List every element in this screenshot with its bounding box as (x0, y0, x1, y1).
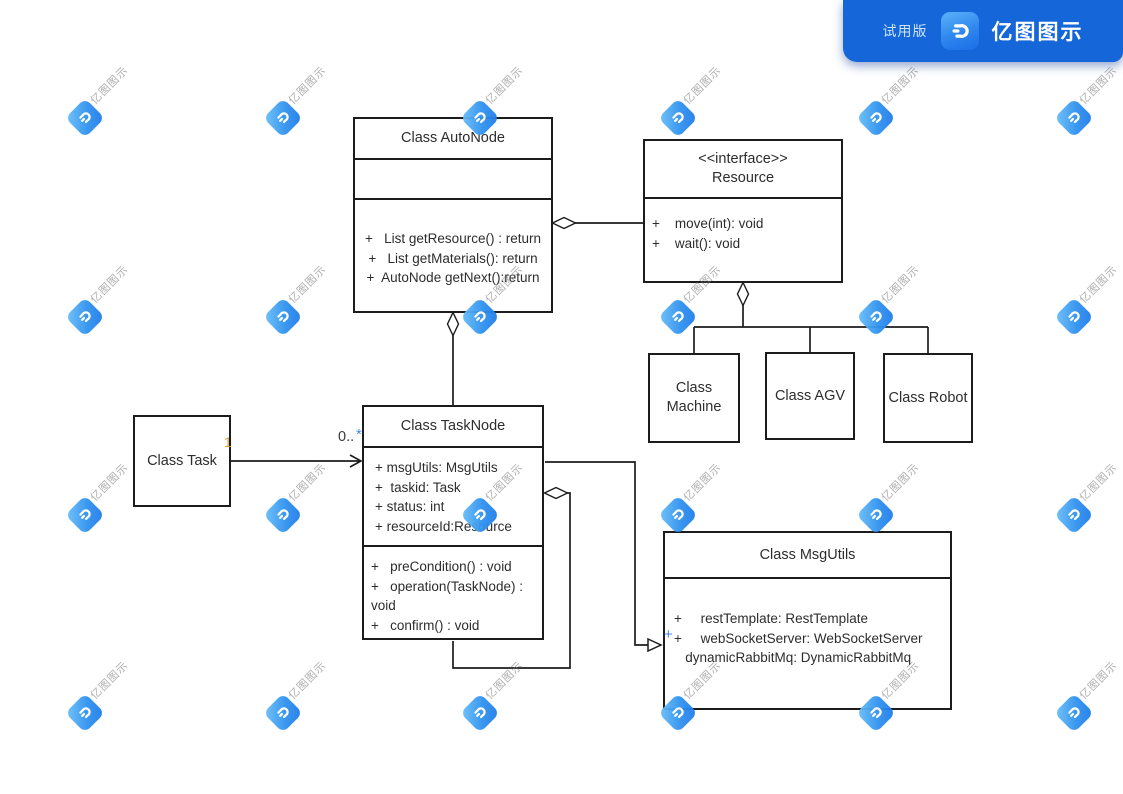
class-msgutils[interactable]: Class MsgUtils + restTemplate: RestTempla… (663, 531, 952, 710)
class-member-line: + confirm() : void (371, 617, 480, 633)
class-title-line: Class Task (147, 452, 217, 469)
class-member-line: + webSocketServer: WebSocketServer (674, 630, 923, 646)
trial-version-badge[interactable]: 试用版 亿图图示 (843, 0, 1123, 62)
class-task[interactable]: Class Task (133, 415, 231, 507)
interface-resource[interactable]: <<interface>>Resource+ move(int): void+ … (643, 139, 843, 283)
class-member-line: + status: int (375, 499, 445, 514)
edraw-logo-icon (940, 12, 979, 50)
interface-resource-title: <<interface>> Resource (645, 141, 841, 197)
class-tasknode-compartment-0: + msgUtils: MsgUtils + taskid: Task + stat… (364, 446, 542, 545)
class-agv-title: Class AGV (767, 354, 853, 438)
class-robot-title: Class Robot (885, 355, 971, 441)
class-title-line: Class (675, 380, 713, 396)
class-robot[interactable]: Class Robot (883, 353, 973, 443)
interface-resource-compartment-0: + move(int): void + wait(): void (645, 197, 841, 281)
class-task-title: Class Task (135, 417, 229, 505)
class-title-line: <<interface>> (698, 151, 788, 167)
class-member-line: dynamicRabbitMq: DynamicRabbitMq (674, 650, 912, 665)
class-autonode-title: Class AutoNode (355, 119, 551, 158)
class-title-line: Resource (711, 170, 775, 186)
class-msgutils-title: Class MsgUtils (665, 533, 950, 577)
class-tasknode[interactable]: Class TaskNode + msgUtils: MsgUtils + task… (362, 405, 544, 640)
class-agv[interactable]: Class AGV (765, 352, 855, 440)
class-member-line: + resourceId:Resource (375, 518, 512, 534)
class-title-line: Class Robot (888, 389, 968, 406)
class-member-line: + AutoNode getNext():return (366, 270, 540, 285)
class-member-line: + restTemplate: RestTemplate (674, 611, 868, 626)
class-autonode[interactable]: Class AutoNode + List getResource() : ret… (353, 117, 553, 313)
trial-version-label: 试用版 (882, 23, 928, 39)
class-member-line: + List getMaterials(): return (368, 250, 538, 266)
class-title-line: Machine (666, 399, 722, 415)
class-title-line: Class AutoNode (401, 130, 505, 146)
class-member-line: + List getResource() : return (365, 231, 541, 246)
class-member-line: + msgUtils: MsgUtils (375, 460, 498, 475)
class-title-line: Class TaskNode (400, 418, 506, 434)
class-tasknode-compartment-1: + preCondition() : void + operation(TaskN… (364, 545, 542, 638)
class-member-line: + wait(): void (652, 235, 741, 251)
class-member-line: + operation(TaskNode) : (371, 578, 523, 594)
class-title-line: Class AGV (774, 387, 846, 404)
class-autonode-compartment-1: + List getResource() : return + List getM… (355, 198, 551, 311)
class-member-line: + taskid: Task (375, 479, 461, 495)
class-msgutils-compartment-0: + restTemplate: RestTemplate + webSocketS… (665, 577, 950, 708)
class-member-line: + move(int): void (652, 216, 764, 231)
class-member-line: + preCondition() : void (371, 559, 512, 574)
class-member-line: void (371, 598, 396, 613)
brand-name: 亿图图示 (991, 21, 1084, 44)
class-autonode-compartment-0 (355, 158, 551, 198)
class-title-line: Class MsgUtils (759, 546, 856, 563)
class-tasknode-title: Class TaskNode (364, 407, 542, 446)
